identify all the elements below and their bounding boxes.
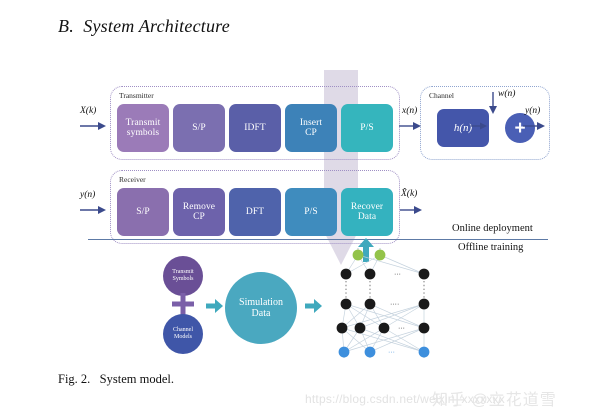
arrow-xk-to-transmitter [80, 122, 106, 130]
receiver-block-ps[interactable]: P/S [285, 188, 337, 236]
system-model-figure: Transmitter Transmit symbols S/P IDFT In… [0, 62, 600, 362]
transmitter-block-idft[interactable]: IDFT [229, 104, 281, 152]
transmitter-label: Transmitter [119, 91, 154, 100]
deployment-training-divider [88, 239, 548, 240]
svg-text:····: ···· [390, 301, 399, 308]
arrow-yn-to-receiver [80, 206, 106, 214]
offline-channel-models-circle[interactable]: Channel Models [163, 314, 203, 354]
transmitter-block-insert-cp[interactable]: Insert CP [285, 104, 337, 152]
channel-label: Channel [429, 91, 454, 100]
transmitter-block-ps[interactable]: P/S [341, 104, 393, 152]
offline-simulation-data-circle[interactable]: Simulation Data [225, 272, 297, 344]
channel-impulse-response-block[interactable]: h(n) [437, 109, 489, 147]
transmitter-block-sp[interactable]: S/P [173, 104, 225, 152]
zhihu-watermark: 知乎 @立花道雪 [432, 392, 557, 409]
signal-label-xhat-k: X̂(k) [401, 189, 418, 199]
receiver-block-sp[interactable]: S/P [117, 188, 169, 236]
channel-adder-node[interactable]: + [505, 113, 535, 143]
arrow-receiver-output [400, 206, 422, 214]
signal-label-yn-channel-out: y(n) [525, 106, 541, 116]
channel-container: Channel h(n) + [420, 86, 550, 160]
receiver-block-row: S/P Remove CP DFT P/S Recover Data [117, 188, 393, 236]
offline-training-label: Offline training [458, 242, 524, 253]
arrow-transmitter-to-channel [399, 122, 421, 130]
transmitter-block-transmit-symbols[interactable]: Transmit symbols [117, 104, 169, 152]
signal-label-yn-rx-in: y(n) [80, 190, 96, 200]
receiver-block-recover-data[interactable]: Recover Data [341, 188, 393, 236]
receiver-block-remove-cp[interactable]: Remove CP [173, 188, 225, 236]
plus-icon [172, 293, 194, 315]
svg-text:···: ··· [398, 325, 405, 332]
svg-text:···: ··· [394, 271, 401, 278]
signal-label-xn-tx-out: x(n) [402, 106, 418, 116]
offline-transmit-symbols-circle[interactable]: Transmit Symbols [163, 256, 203, 296]
svg-text:···: ··· [388, 349, 395, 356]
arrow-simulation-data-to-network [305, 299, 322, 313]
transmitter-block-row: Transmit symbols S/P IDFT Insert CP P/S [117, 104, 393, 152]
receiver-label: Receiver [119, 175, 146, 184]
signal-label-wn: w(n) [498, 89, 516, 99]
figure-caption: Fig. 2. System model. [58, 372, 174, 386]
receiver-block-dft[interactable]: DFT [229, 188, 281, 236]
arrow-sources-to-simulation-data [206, 299, 223, 313]
section-heading: B. System Architecture [58, 16, 230, 36]
csdn-watermark: https://blog.csdn.net/weixin_xxxxxxx [305, 392, 505, 406]
neural-network-diagram: ··· ···· ··· ··· [336, 248, 430, 358]
transmitter-container: Transmitter Transmit symbols S/P IDFT In… [110, 86, 400, 160]
online-deployment-label: Online deployment [452, 223, 533, 234]
signal-label-xk: X(k) [80, 106, 97, 116]
receiver-container: Receiver S/P Remove CP DFT P/S Recover D… [110, 170, 400, 244]
